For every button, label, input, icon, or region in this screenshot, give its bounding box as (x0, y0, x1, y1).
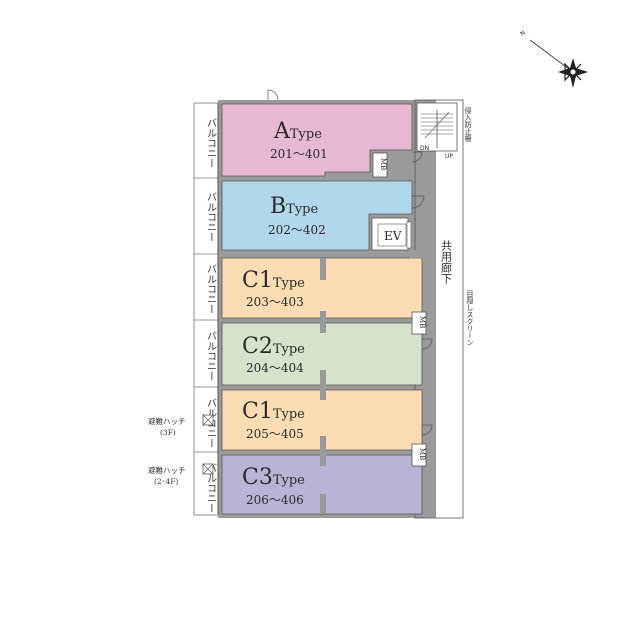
balcony-label-1: バルコニー (205, 118, 217, 168)
unit-rooms-c1-203: 203～403 (246, 295, 304, 309)
unit-label-b: BType 202～402 (268, 194, 326, 237)
unit-rooms-a: 201～401 (270, 147, 328, 161)
ev-label: EV (384, 229, 402, 243)
unit-b-room[interactable] (221, 180, 413, 251)
svg-text:C1Type: C1Type (242, 268, 305, 293)
mb-label-3: MB (418, 448, 426, 460)
unit-label-c2: C2Type 204～404 (242, 334, 305, 375)
unit-c3-room[interactable] (221, 454, 423, 515)
unit-rooms-c2: 204～404 (246, 361, 304, 375)
stairwell: DN UP (416, 102, 458, 160)
unit-label-c1-203: C1Type 203～403 (242, 268, 305, 309)
escape-hatch-2: 避難ハッチ (2･4F) (148, 463, 214, 486)
corridor-label: 共用廊下 (440, 240, 453, 285)
mb-label-2: MB (418, 316, 426, 328)
balcony-column (193, 102, 219, 516)
mb-label-1: MB (379, 158, 387, 170)
compass-north-label: N (519, 29, 527, 37)
unit-a-room[interactable] (221, 103, 413, 177)
screen-label: 目隠しスクリーン (466, 290, 474, 346)
svg-text:C3Type: C3Type (242, 465, 305, 490)
compass: N (519, 29, 588, 88)
svg-text:C1Type: C1Type (242, 399, 305, 424)
balcony-label-2: バルコニー (205, 192, 217, 242)
hatch-floors-1: (3F) (160, 428, 176, 437)
unit-type-c2: Type (273, 342, 305, 357)
balcony-label-3: バルコニー (205, 264, 217, 314)
unit-label-a: AType 201～401 (270, 119, 328, 161)
mb-box-1: MB (372, 152, 388, 178)
compass-needle (529, 39, 574, 73)
unit-rooms-c3: 206～406 (246, 493, 304, 507)
unit-rooms-c1-205: 205～405 (246, 427, 304, 441)
escape-hatch-1: 避難ハッチ (3F) (148, 414, 214, 437)
unit-letter-c3: C3 (242, 465, 273, 490)
hatch-floors-2: (2･4F) (154, 477, 178, 486)
unit-letter-a: A (273, 119, 291, 144)
hatch-title-1: 避難ハッチ (148, 416, 186, 426)
stairs-up-label: UP (445, 153, 453, 160)
svg-text:BType: BType (270, 194, 319, 219)
elevator: EV (371, 217, 412, 251)
balcony-label-4: バルコニー (205, 331, 217, 381)
unit-label-c1-205: C1Type 205～405 (242, 399, 305, 441)
partitions (320, 250, 424, 514)
unit-letter-b: B (270, 194, 286, 219)
unit-type-a: Type (290, 127, 322, 142)
unit-letter-c1-205: C1 (242, 399, 273, 424)
unit-c2-room[interactable] (221, 322, 423, 386)
unit-type-c1-203: Type (273, 276, 305, 291)
svg-text:C2Type: C2Type (242, 334, 305, 359)
unit-type-b: Type (286, 202, 318, 217)
anti-intrusion-label: 侵入防止柵 (464, 106, 472, 142)
stairs-down-label: DN (420, 145, 429, 152)
balcony-label-6: バルコニー (205, 463, 217, 513)
unit-letter-c1-203: C1 (242, 268, 273, 293)
unit-letter-c2: C2 (242, 334, 273, 359)
unit-type-c3: Type (273, 473, 305, 488)
svg-text:AType: AType (273, 119, 322, 144)
unit-rooms-b: 202～402 (268, 223, 326, 237)
mb-box-3: MB (411, 443, 427, 467)
unit-label-c3: C3Type 206～406 (242, 465, 305, 507)
unit-type-c1-205: Type (273, 407, 305, 422)
hatch-title-2: 避難ハッチ (148, 465, 186, 475)
doors (267, 89, 433, 436)
mb-box-2: MB (411, 311, 427, 335)
